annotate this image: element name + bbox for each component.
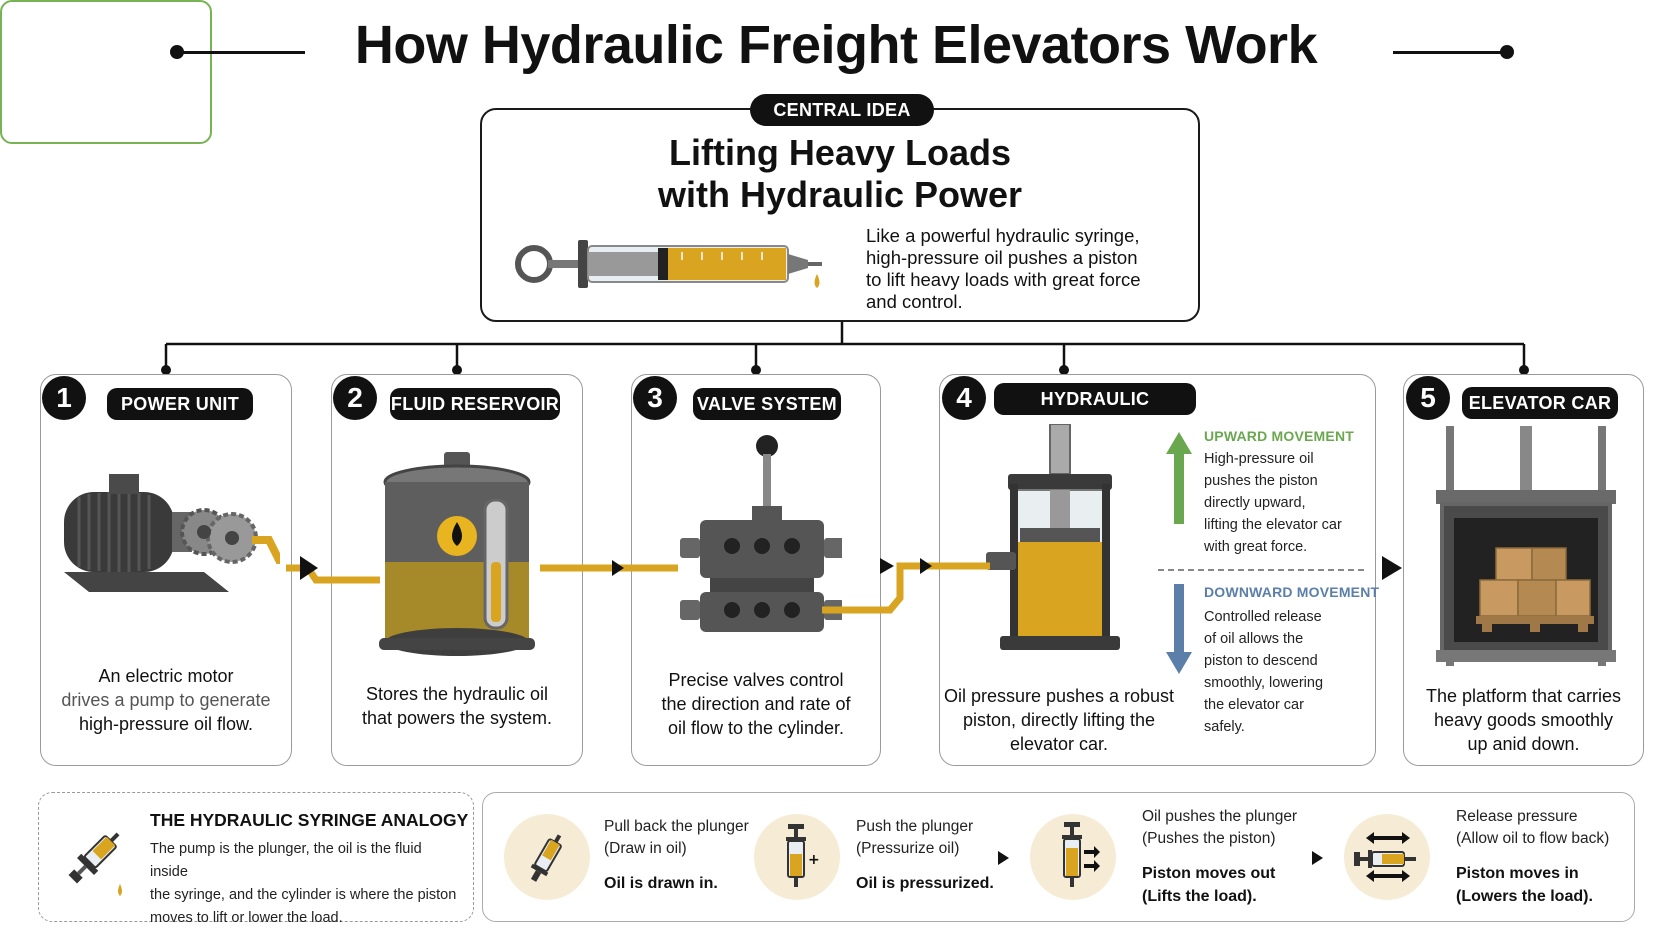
central-desc-line: Like a powerful hydraulic syringe, <box>866 225 1140 246</box>
step-desc-line: Stores the hydraulic oil <box>365 684 549 704</box>
stage-2-line: (Pressurize oil) <box>856 840 960 857</box>
title-rule-left <box>175 51 305 54</box>
step-desc-hydraulic-cylinder: Oil pressure pushes a robust piston, dir… <box>939 684 1179 756</box>
upward-movement-box <box>0 0 212 144</box>
central-heading-line-1: Lifting Heavy Loads <box>668 132 1012 173</box>
downward-text-line: smoothly, lowering <box>1204 675 1324 691</box>
step-desc-elevator-car: The platform that carries heavy goods sm… <box>1403 684 1644 756</box>
step-number: 1 <box>42 376 86 420</box>
central-desc-line: and control. <box>866 291 963 312</box>
stage-1-line: (Draw in oil) <box>604 840 687 857</box>
stage-arrow <box>998 851 1009 865</box>
stage-arrow <box>1312 851 1323 865</box>
downward-text-line: safely. <box>1204 719 1245 735</box>
stage-4-result: (Lowers the load). <box>1456 888 1593 905</box>
piston-out-icon <box>1062 822 1100 887</box>
step-number: 4 <box>942 376 986 420</box>
page-title: How Hydraulic Freight Elevators Work <box>354 15 1318 75</box>
upward-text-line: with great force. <box>1204 539 1308 555</box>
valve-block-icon <box>680 435 842 632</box>
central-heading-line-2: with Hydraulic Power <box>657 174 1023 215</box>
central-description: Like a powerful hydraulic syringe, high-… <box>866 225 1186 313</box>
step-number: 5 <box>1406 376 1450 420</box>
step-desc-line: the direction and rate of <box>661 694 851 714</box>
stage-3-result: (Lifts the load). <box>1142 888 1257 905</box>
release-pressure-icon <box>1354 832 1416 882</box>
syringe-analogy-icon <box>68 832 122 896</box>
analogy-text: The pump is the plunger, the oil is the … <box>150 838 462 930</box>
central-heading: Lifting Heavy Loads with Hydraulic Power <box>480 132 1200 216</box>
central-desc-line: to lift heavy loads with great force <box>866 269 1141 290</box>
downward-text-line: Controlled release <box>1204 609 1322 625</box>
upward-movement-title: UPWARD MOVEMENT <box>1204 428 1354 444</box>
down-arrow-icon <box>1166 584 1192 674</box>
syringe-stages-panel <box>482 792 1635 922</box>
fluid-reservoir-tank-icon <box>379 452 535 656</box>
step-number: 2 <box>333 376 377 420</box>
electric-motor-icon <box>64 474 280 592</box>
pull-syringe-icon <box>530 834 562 882</box>
analogy-panel <box>38 792 474 922</box>
step-desc-line: elevator car. <box>1009 734 1109 754</box>
step-desc-line: up anid down. <box>1467 734 1580 754</box>
stage-2-result: Oil is pressurized. <box>856 875 994 892</box>
step-label-elevator-car: ELEVATOR CAR <box>1462 387 1618 419</box>
step-desc-line: Precise valves control <box>668 670 844 690</box>
step-desc-valve-system: Precise valves control the direction and… <box>631 668 881 740</box>
downward-text-line: of oil allows the <box>1204 631 1304 647</box>
downward-text-line: the elevator car <box>1204 697 1304 713</box>
step-desc-line: oil flow to the cylinder. <box>667 718 845 738</box>
analogy-text-line: moves to lift or lower the load. <box>150 910 343 926</box>
step-desc-line: An electric motor <box>98 666 234 686</box>
step-desc-power-unit: An electric motor drives a pump to gener… <box>40 664 292 736</box>
upward-movement-text: High-pressure oil pushes the piston dire… <box>1204 448 1342 558</box>
stage-4-line: Release pressure <box>1456 808 1578 825</box>
stage-3-line: (Pushes the piston) <box>1142 830 1276 847</box>
step-desc-line: that powers the system. <box>361 708 553 728</box>
upward-text-line: High-pressure oil <box>1204 451 1314 467</box>
step-desc-fluid-reservoir: Stores the hydraulic oil that powers the… <box>331 682 583 730</box>
title-rule-right <box>1393 51 1507 54</box>
step-desc-line: heavy goods smoothly <box>1433 710 1614 730</box>
upward-text-line: lifting the elevator car <box>1204 517 1342 533</box>
central-idea-box <box>480 108 1200 322</box>
stage-3-result: Piston moves out <box>1142 865 1276 882</box>
step-label-fluid-reservoir: FLUID RESERVOIR <box>390 388 560 420</box>
stage-1-line: Pull back the plunger <box>604 818 749 835</box>
downward-movement-text: Controlled release of oil allows the pis… <box>1204 606 1323 738</box>
downward-movement-title: DOWNWARD MOVEMENT <box>1204 584 1380 600</box>
svg-text:+: + <box>808 852 820 868</box>
up-arrow-icon <box>1166 432 1192 524</box>
stage-2-line: Push the plunger <box>856 818 974 835</box>
stage-3-line: Oil pushes the plunger <box>1142 808 1298 825</box>
hydraulic-cylinder-icon <box>986 424 1120 650</box>
step-label-power-unit: POWER UNIT <box>107 388 253 420</box>
elevator-car-icon <box>1436 426 1616 666</box>
analogy-text-line: the syringe, and the cylinder is where t… <box>150 887 457 903</box>
step-label-hydraulic-cylinder: HYDRAULIC CYLINDER <box>994 383 1196 441</box>
step-card-power-unit <box>40 374 292 766</box>
step-number: 3 <box>633 376 677 420</box>
step-desc-line: Oil pressure pushes a robust <box>943 686 1175 706</box>
stage-4-line: (Allow oil to flow back) <box>1456 830 1610 847</box>
step-label-valve-system: VALVE SYSTEM <box>693 388 841 420</box>
step-desc-line: drives a pump to generate <box>61 690 271 710</box>
step-desc-line: The platform that carries <box>1425 686 1622 706</box>
title-dot-right <box>1500 45 1514 59</box>
stage-1-result: Oil is drawn in. <box>604 875 718 892</box>
analogy-text-line: The pump is the plunger, the oil is the … <box>150 841 422 880</box>
step-desc-line: piston, directly lifting the <box>962 710 1156 730</box>
central-desc-line: high-pressure oil pushes a piston <box>866 247 1138 268</box>
movement-divider <box>1158 569 1364 571</box>
upward-text-line: pushes the piston <box>1204 473 1318 489</box>
syringe-icon <box>515 240 822 288</box>
downward-text-line: piston to descend <box>1204 653 1318 669</box>
upward-text-line: directly upward, <box>1204 495 1306 511</box>
step-desc-line: high-pressure oil flow. <box>78 714 254 734</box>
stage-4-result: Piston moves in <box>1456 865 1579 882</box>
central-idea-badge: CENTRAL IDEA <box>750 94 934 126</box>
push-syringe-icon: + <box>786 824 820 887</box>
analogy-title: THE HYDRAULIC SYRINGE ANALOGY <box>150 810 469 830</box>
title-row: How Hydraulic Freight Elevators Work <box>0 8 1672 78</box>
